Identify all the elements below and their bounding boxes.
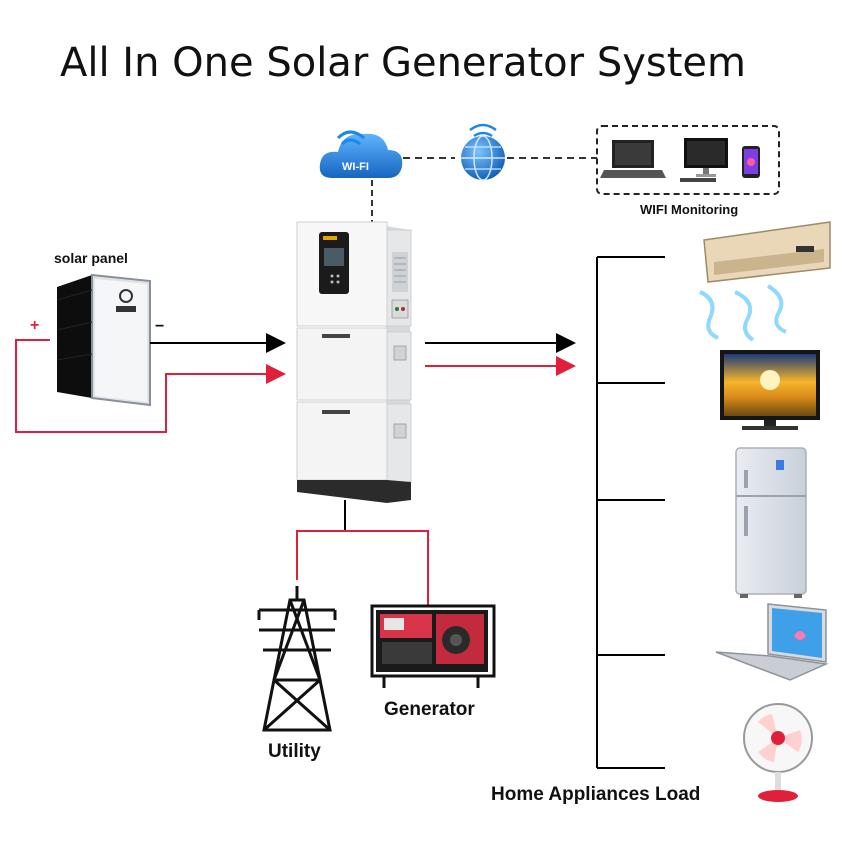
desktop-monitor-icon: [680, 138, 728, 182]
all-in-one-inverter-unit: [296, 221, 412, 503]
laptop-appliance-icon: [715, 603, 829, 681]
appliance-bus: [596, 256, 665, 769]
generator-icon: [370, 604, 496, 688]
electric-fan-icon: [743, 703, 813, 802]
globe-icon: [461, 123, 505, 181]
air-conditioner-icon: [699, 221, 831, 342]
monitoring-devices-box: [596, 125, 780, 195]
wifi-monitoring-label: WIFI Monitoring: [640, 202, 738, 217]
utility-tower-icon: [257, 586, 337, 732]
utility-generator-wire: [296, 530, 429, 606]
laptop-icon: [600, 140, 666, 178]
utility-label: Utility: [268, 741, 321, 762]
page-title: All In One Solar Generator System: [60, 40, 746, 86]
solar-panel-label: solar panel: [54, 250, 128, 266]
plus-sign: +: [30, 317, 39, 334]
smartphone-icon: [742, 146, 760, 178]
wifi-cloud-icon: [319, 130, 403, 178]
home-appliances-label: Home Appliances Load: [491, 784, 700, 805]
generator-label: Generator: [384, 699, 475, 720]
television-icon: [720, 350, 820, 430]
dc-positive-wire: [15, 339, 286, 433]
refrigerator-icon: [735, 447, 807, 598]
wifi-badge-text: WI-FI: [342, 161, 369, 173]
minus-sign: −: [155, 318, 164, 335]
solar-panel-icon: [56, 273, 151, 407]
